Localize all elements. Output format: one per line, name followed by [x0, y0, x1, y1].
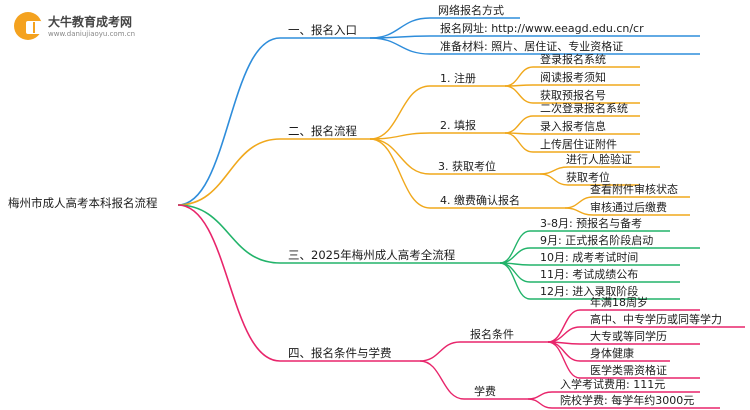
- site-logo[interactable]: 大牛教育成考网 www.daniujiaoyu.com.cn: [8, 10, 158, 46]
- connector-line: [504, 132, 534, 153]
- connector-line: [547, 341, 581, 379]
- leaf-node: 身体健康: [590, 347, 634, 360]
- leaf-node: 准备材料: 照片、居住证、专业资格证: [440, 40, 624, 53]
- connector-line: [547, 341, 581, 362]
- leaf-node: 大专或等同学历: [590, 330, 667, 343]
- connector-line: [527, 398, 553, 409]
- group-node: 3. 获取考位: [438, 160, 496, 173]
- section-node: 三、2025年梅州成人高考全流程: [288, 248, 456, 262]
- connector-line: [177, 37, 281, 206]
- group-node: 2. 填报: [440, 119, 476, 132]
- connector-line: [419, 341, 461, 362]
- connector-line: [499, 262, 531, 300]
- leaf-node: 阅读报考须知: [540, 71, 606, 84]
- connector-line: [527, 391, 553, 400]
- leaf-node: 10月: 成考考试时间: [540, 251, 639, 264]
- leaf-node: 12月: 进入录取阶段: [540, 285, 639, 298]
- leaf-node: 获取预报名号: [540, 89, 606, 102]
- root-node: 梅州市成人高考本科报名流程: [8, 196, 158, 210]
- connector-line: [177, 204, 281, 362]
- connector-line: [547, 326, 581, 343]
- leaf-node: 9月: 正式报名阶段启动: [540, 234, 654, 247]
- connector-line: [499, 247, 531, 264]
- connector-line: [547, 309, 581, 343]
- connector-line: [504, 66, 534, 87]
- connector-line: [369, 132, 431, 140]
- connector-line: [504, 115, 534, 134]
- connector-line: [564, 207, 594, 216]
- connector-line: [564, 196, 594, 209]
- connector-line: [369, 138, 431, 175]
- leaf-node: 审核通过后缴费: [590, 201, 667, 214]
- leaf-node: 录入报考信息: [540, 120, 606, 133]
- leaf-node: 入学考试费用: 111元: [560, 378, 666, 391]
- leaf-node: 3-8月: 预报名与备考: [540, 217, 643, 230]
- connector-line: [419, 360, 465, 400]
- connector-line: [499, 262, 531, 283]
- connector-line: [539, 173, 569, 186]
- leaf-node: 进行人脸验证: [566, 153, 632, 166]
- group-node: 4. 缴费确认报名: [440, 194, 520, 207]
- leaf-node: 网络报名方式: [438, 4, 504, 17]
- group-node: 1. 注册: [440, 72, 476, 85]
- leaf-node: 11月: 考试成绩公布: [540, 268, 639, 281]
- leaf-node: 获取考位: [566, 171, 610, 184]
- section-node: 二、报名流程: [288, 124, 357, 138]
- leaf-node: 高中、中专学历或同等学力: [590, 313, 722, 326]
- connector-line: [177, 138, 281, 206]
- connector-line: [499, 230, 531, 264]
- leaf-node: 登录报名系统: [540, 53, 606, 66]
- group-node: 报名条件: [470, 328, 514, 341]
- logo-name: 大牛教育成考网: [48, 15, 133, 29]
- section-node: 四、报名条件与学费: [288, 346, 392, 360]
- section-node: 一、报名入口: [288, 23, 357, 37]
- leaf-node: 报名网址: http://www.eeagd.edu.cn/cr: [440, 22, 644, 35]
- group-node: 学费: [474, 385, 496, 398]
- connector-line: [177, 204, 281, 264]
- book-icon: [14, 12, 42, 40]
- connector-line: [504, 85, 534, 104]
- connector-line: [369, 37, 431, 55]
- connector-line: [369, 138, 431, 209]
- leaf-node: 查看附件审核状态: [590, 183, 678, 196]
- leaf-node: 年满18周岁: [590, 296, 648, 309]
- connector-line: [369, 85, 431, 140]
- connector-line: [369, 17, 431, 39]
- connector-line: [539, 166, 569, 175]
- leaf-node: 医学类需资格证: [590, 364, 667, 377]
- leaf-node: 上传居住证附件: [540, 138, 617, 151]
- logo-url: www.daniujiaoyu.com.cn: [48, 30, 136, 38]
- leaf-node: 二次登录报名系统: [540, 102, 628, 115]
- leaf-node: 院校学费: 每学年约3000元: [560, 394, 695, 407]
